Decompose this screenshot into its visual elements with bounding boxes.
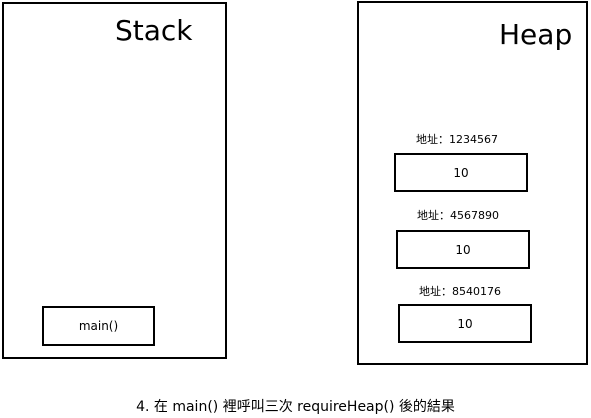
heap-object-box: 10 bbox=[398, 304, 532, 343]
heap-panel: Heap 地址：1234567 10 地址：4567890 10 地址：8540… bbox=[357, 1, 588, 365]
stack-frame-main: main() bbox=[42, 306, 155, 346]
heap-object-box: 10 bbox=[396, 230, 530, 269]
heap-address-label: 地址：4567890 bbox=[417, 209, 499, 222]
stack-panel: Stack main() bbox=[2, 2, 227, 359]
heap-title: Heap bbox=[499, 18, 573, 51]
heap-object-box: 10 bbox=[394, 153, 528, 192]
figure-caption: 4. 在 main() 裡呼叫三次 requireHeap() 後的結果 bbox=[136, 399, 455, 415]
heap-address-label: 地址：1234567 bbox=[416, 133, 498, 146]
stack-title: Stack bbox=[115, 14, 193, 47]
heap-address-label: 地址：8540176 bbox=[419, 285, 501, 298]
